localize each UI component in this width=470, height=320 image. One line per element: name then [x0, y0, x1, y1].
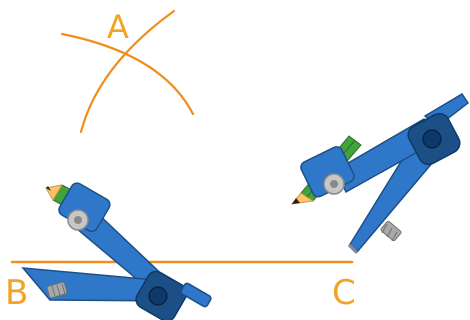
- arc-from-c: [79, 9, 176, 134]
- right-arm-screw-icon: [380, 220, 402, 242]
- left-compass: [21, 182, 212, 320]
- arc-from-b: [60, 32, 195, 116]
- label-c: C: [332, 273, 356, 313]
- right-hinge-screw-icon: [422, 129, 442, 149]
- right-compass: [290, 92, 470, 254]
- label-b: B: [5, 273, 28, 313]
- left-hinge-screw-icon: [148, 286, 168, 306]
- label-a: A: [107, 8, 129, 46]
- left-needle-screw-icon: [46, 281, 68, 299]
